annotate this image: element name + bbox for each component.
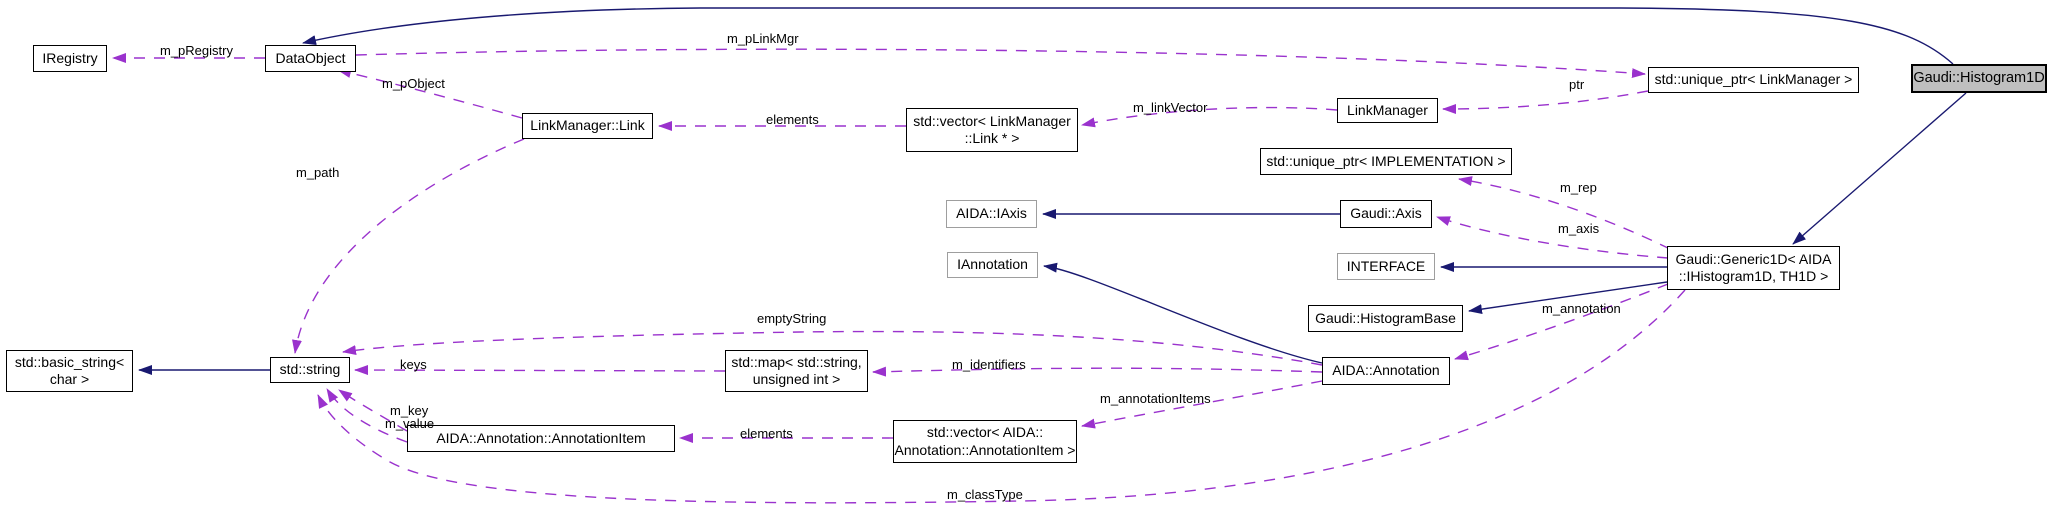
class-node-iannotation: IAnnotation xyxy=(947,252,1038,278)
class-node-unique-ptr-implementation[interactable]: std::unique_ptr< IMPLEMENTATION > xyxy=(1260,148,1512,175)
class-node-vector-annotationitem[interactable]: std::vector< AIDA:: Annotation::Annotati… xyxy=(893,420,1077,463)
class-node-interface-label: INTERFACE xyxy=(1346,257,1426,274)
class-node-std-map-line1: std::map< std::string, xyxy=(731,353,862,370)
class-node-gaudi-axis[interactable]: Gaudi::Axis xyxy=(1340,200,1432,228)
edge-label-m-path: m_path xyxy=(296,165,340,180)
edge-label-m-axis: m_axis xyxy=(1558,221,1600,236)
class-node-linkmanager-link-label: LinkManager::Link xyxy=(530,117,645,134)
edge-inherit-generic1d-histogrambase xyxy=(1468,281,1668,315)
class-node-iregistry-label: IRegistry xyxy=(42,49,98,66)
class-node-std-basic-string-line2: char > xyxy=(49,371,90,387)
edge-use-emptystring xyxy=(342,330,1323,366)
edge-inherit-histogram1d-generic1d xyxy=(1792,92,1967,245)
class-node-gaudi-histogrambase[interactable]: Gaudi::HistogramBase xyxy=(1308,305,1463,332)
class-node-std-string-label: std::string xyxy=(279,361,341,378)
class-node-gaudi-histogrambase-label: Gaudi::HistogramBase xyxy=(1315,309,1456,326)
class-node-vector-annotationitem-line2: Annotation::AnnotationItem > xyxy=(894,441,1076,458)
class-node-iannotation-label: IAnnotation xyxy=(957,256,1028,273)
class-node-linkmanager[interactable]: LinkManager xyxy=(1337,98,1438,123)
class-node-std-string[interactable]: std::string xyxy=(270,357,350,383)
edge-label-elements-link: elements xyxy=(766,112,819,127)
edge-use-m-identifiers xyxy=(872,366,1323,377)
edge-use-m-classtype xyxy=(317,289,1686,504)
edge-inherit-histogram1d-dataobject xyxy=(302,7,1954,65)
edge-use-m-rep xyxy=(1458,176,1671,250)
edge-use-m-axis xyxy=(1436,216,1669,259)
class-node-gaudi-generic1d-line2: ::IHistogram1D, TH1D > xyxy=(1678,268,1829,284)
class-node-linkmanager-link[interactable]: LinkManager::Link xyxy=(522,113,653,139)
class-node-unique-ptr-linkmanager[interactable]: std::unique_ptr< LinkManager > xyxy=(1648,67,1859,93)
edge-use-m-path xyxy=(292,138,525,354)
edge-inherit-annotation-iannotation xyxy=(1043,262,1323,364)
edge-label-m-key: m_key xyxy=(390,403,429,418)
edge-label-ptr: ptr xyxy=(1569,77,1585,92)
edge-use-m-key xyxy=(338,389,408,432)
class-node-std-basic-string[interactable]: std::basic_string< char > xyxy=(6,350,133,392)
edge-label-keys: keys xyxy=(400,357,427,372)
class-node-gaudi-generic1d-line1: Gaudi::Generic1D< AIDA xyxy=(1675,250,1832,267)
edge-use-m-annotationitems xyxy=(1081,380,1323,429)
class-node-aida-annotation[interactable]: AIDA::Annotation xyxy=(1322,357,1450,385)
class-node-gaudi-axis-label: Gaudi::Axis xyxy=(1350,205,1422,222)
class-node-dataobject-label: DataObject xyxy=(275,49,346,66)
class-node-vector-linkmanager-link-line2: ::Link * > xyxy=(964,130,1020,146)
edge-label-emptystring: emptyString xyxy=(757,311,827,326)
edge-label-m-rep: m_rep xyxy=(1560,180,1597,195)
class-node-aida-iaxis: AIDA::IAxis xyxy=(946,200,1037,228)
edge-use-ptr xyxy=(1442,90,1649,114)
class-node-gaudi-generic1d[interactable]: Gaudi::Generic1D< AIDA ::IHistogram1D, T… xyxy=(1667,246,1840,290)
class-node-vector-annotationitem-line1: std::vector< AIDA:: xyxy=(926,424,1044,441)
class-node-std-basic-string-line1: std::basic_string< xyxy=(14,353,125,370)
edge-use-m-value xyxy=(326,388,408,443)
class-node-aida-iaxis-label: AIDA::IAxis xyxy=(956,205,1027,222)
class-node-dataobject[interactable]: DataObject xyxy=(265,45,356,72)
edge-use-m-pobject xyxy=(337,68,523,119)
class-node-gaudi-histogram1d-label: Gaudi::Histogram1D xyxy=(1913,69,2045,86)
class-node-std-map[interactable]: std::map< std::string, unsigned int > xyxy=(725,350,868,392)
edge-use-m-plinkmgr xyxy=(355,48,1646,79)
edge-use-m-linkvector xyxy=(1081,106,1338,128)
edge-label-m-annotationitems: m_annotationItems xyxy=(1100,391,1211,406)
edge-use-m-annotation xyxy=(1454,283,1669,361)
class-node-unique-ptr-linkmanager-label: std::unique_ptr< LinkManager > xyxy=(1654,71,1853,88)
edge-label-elements-item: elements xyxy=(740,426,793,441)
edge-label-m-classtype: m_classType xyxy=(947,487,1023,502)
class-node-aida-annotation-annotationitem[interactable]: AIDA::Annotation::AnnotationItem xyxy=(407,425,675,452)
edge-use-keys xyxy=(354,365,726,376)
edge-label-m-annotation: m_annotation xyxy=(1542,301,1621,316)
class-node-vector-linkmanager-link-line1: std::vector< LinkManager xyxy=(913,112,1071,129)
edge-label-m-plinkmgr: m_pLinkMgr xyxy=(727,31,799,46)
class-node-iregistry[interactable]: IRegistry xyxy=(33,45,107,72)
class-node-vector-linkmanager-link[interactable]: std::vector< LinkManager ::Link * > xyxy=(906,108,1078,152)
class-node-gaudi-histogram1d: Gaudi::Histogram1D xyxy=(1911,64,2047,93)
class-node-interface: INTERFACE xyxy=(1337,253,1435,280)
class-node-aida-annotation-label: AIDA::Annotation xyxy=(1332,362,1440,379)
class-node-aida-annotation-annotationitem-label: AIDA::Annotation::AnnotationItem xyxy=(436,429,646,446)
edge-label-m-value: m_value xyxy=(385,416,435,431)
edge-label-m-linkvector: m_linkVector xyxy=(1133,100,1208,115)
class-node-std-map-line2: unsigned int > xyxy=(752,371,841,387)
edge-label-m-identifiers: m_identifiers xyxy=(952,357,1026,372)
class-node-linkmanager-label: LinkManager xyxy=(1347,101,1428,118)
edge-label-m-pobject: m_pObject xyxy=(382,76,445,91)
edge-label-m-pregistry: m_pRegistry xyxy=(160,43,233,58)
class-node-unique-ptr-implementation-label: std::unique_ptr< IMPLEMENTATION > xyxy=(1266,152,1506,169)
